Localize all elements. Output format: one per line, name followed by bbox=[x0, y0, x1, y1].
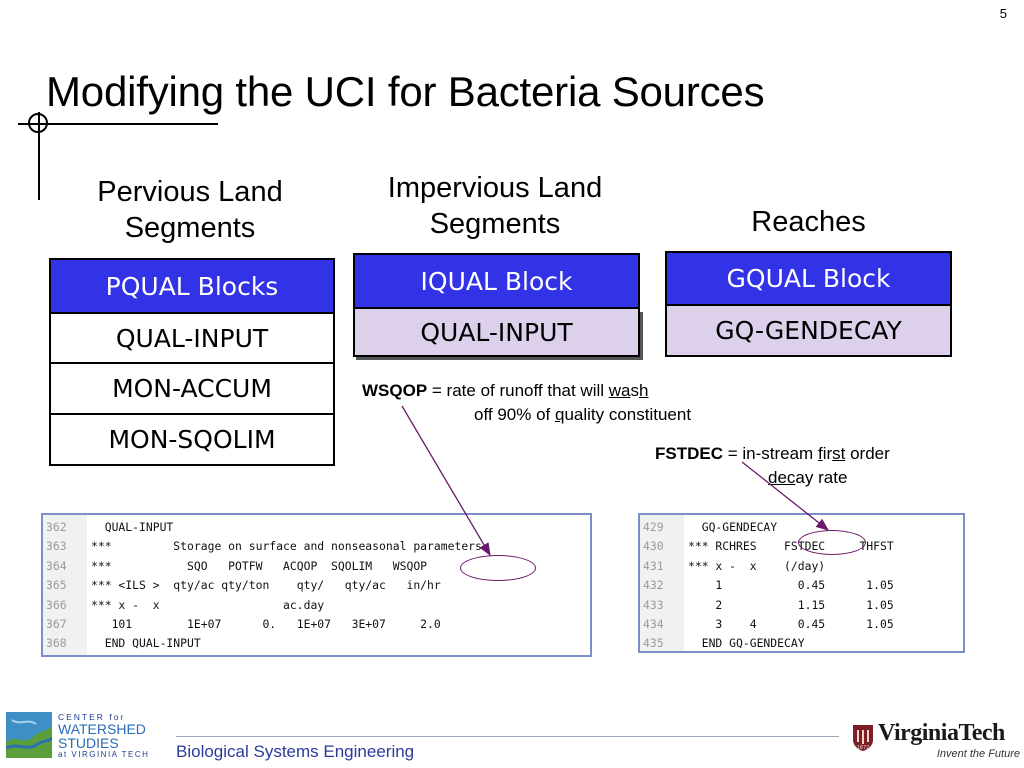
code-line: 362 QUAL-INPUT bbox=[43, 518, 590, 537]
line-number: 365 bbox=[46, 578, 67, 593]
virginia-tech-logo: 1872 VirginiaTech Invent the Future bbox=[850, 718, 1022, 764]
vt-shield-icon: 1872 bbox=[853, 725, 873, 751]
code-line: 434 3 4 0.45 1.05 bbox=[640, 615, 963, 634]
line-number: 362 bbox=[46, 520, 67, 534]
wsqop-arrow bbox=[401, 405, 491, 557]
pqual-row-mon-accum: MON-ACCUM bbox=[49, 364, 335, 415]
pqual-row-qual-input: QUAL-INPUT bbox=[49, 314, 335, 364]
at-virginia-tech-label: at VIRGINIA TECH bbox=[58, 750, 150, 759]
watershed-center-text: CENTER for WATERSHED STUDIES at VIRGINIA… bbox=[58, 712, 150, 759]
footer-divider bbox=[176, 736, 839, 737]
wsqop-note-line2: off 90% of quality constituent bbox=[474, 405, 692, 424]
impervious-heading-line1: Impervious Land bbox=[387, 172, 603, 204]
code-text: QUAL-INPUT bbox=[91, 520, 174, 534]
title-decoration-circle bbox=[28, 113, 48, 133]
code-line: 363 *** Storage on surface and nonseasona… bbox=[43, 537, 590, 556]
fstdec-highlight-oval bbox=[798, 530, 866, 555]
line-number: 429 bbox=[643, 520, 664, 534]
code-line: 368 END QUAL-INPUT bbox=[43, 634, 590, 653]
code-text: 2 1.15 1.05 bbox=[688, 597, 894, 612]
gqual-table: GQUAL Block GQ-GENDECAY bbox=[665, 251, 952, 357]
wsqop-highlight-oval bbox=[460, 555, 536, 581]
pervious-heading-line1: Pervious Land bbox=[97, 176, 283, 208]
reaches-heading: Reaches bbox=[751, 206, 866, 238]
code-text: GQ-GENDECAY bbox=[688, 520, 778, 534]
fstdec-arrow bbox=[741, 461, 830, 531]
qual-input-code-panel: 362 QUAL-INPUT 363 *** Storage on surface … bbox=[41, 513, 592, 657]
code-line: 366 *** x - x ac.day bbox=[43, 596, 590, 615]
fstdec-note: FSTDEC = in-stream first order bbox=[655, 444, 890, 463]
vt-year: 1872 bbox=[857, 745, 870, 751]
code-text: 3 4 0.45 1.05 bbox=[688, 617, 894, 631]
code-line: 435 END GQ-GENDECAY bbox=[640, 634, 963, 653]
pqual-header: PQUAL Blocks bbox=[49, 258, 335, 314]
impervious-heading: Impervious Land Segments bbox=[355, 170, 635, 242]
slide-number: 5 bbox=[999, 6, 1007, 21]
iqual-header: IQUAL Block bbox=[353, 253, 640, 309]
watershed-label: WATERSHED bbox=[58, 721, 146, 737]
center-label: CENTER bbox=[58, 712, 105, 722]
line-number: 432 bbox=[643, 578, 664, 593]
gqual-header: GQUAL Block bbox=[665, 251, 952, 306]
line-number: 364 bbox=[46, 558, 67, 573]
code-text: END QUAL-INPUT bbox=[91, 636, 201, 651]
footer-department: Biological Systems Engineering bbox=[176, 742, 415, 761]
line-number: 367 bbox=[46, 617, 67, 631]
line-number: 431 bbox=[643, 558, 664, 573]
impervious-heading-line2: Segments bbox=[429, 208, 561, 240]
pqual-table: PQUAL Blocks QUAL-INPUT MON-ACCUM MON-SQ… bbox=[49, 258, 335, 466]
code-text: 101 1E+07 0. 1E+07 3E+07 2.0 bbox=[91, 617, 441, 631]
code-line: 432 1 0.45 1.05 bbox=[640, 576, 963, 595]
title-decoration-line bbox=[18, 123, 218, 125]
pqual-row-mon-sqolim: MON-SQOLIM bbox=[49, 415, 335, 466]
code-text: *** <ILS > qty/ac qty/ton qty/ qty/ac in… bbox=[91, 578, 441, 593]
pervious-heading: Pervious Land Segments bbox=[60, 174, 320, 246]
code-line: 433 2 1.15 1.05 bbox=[640, 596, 963, 615]
studies-label: STUDIES bbox=[58, 735, 119, 751]
wsqop-note: WSQOP = rate of runoff that will wash bbox=[362, 381, 649, 400]
code-line: 364 *** SQO POTFW ACQOP SQOLIM WSQOP bbox=[43, 557, 590, 576]
code-text: *** SQO POTFW ACQOP SQOLIM WSQOP bbox=[91, 558, 428, 573]
line-number: 430 bbox=[643, 539, 664, 554]
gqual-row-gq-gendecay: GQ-GENDECAY bbox=[665, 306, 952, 357]
code-line: 431 *** x - x (/day) bbox=[640, 557, 963, 576]
code-line: 367 101 1E+07 0. 1E+07 3E+07 2.0 bbox=[43, 615, 590, 634]
wsqop-term: WSQOP bbox=[362, 381, 428, 400]
code-text: *** x - x ac.day bbox=[91, 597, 325, 612]
code-text: *** Storage on surface and nonseasonal p… bbox=[91, 539, 482, 554]
fstdec-term: FSTDEC bbox=[655, 444, 723, 463]
vt-tagline: Invent the Future bbox=[936, 748, 1020, 760]
code-text: *** x - x (/day) bbox=[688, 558, 826, 573]
watershed-logo-icon bbox=[6, 712, 52, 758]
iqual-row-qual-input: QUAL-INPUT bbox=[353, 309, 640, 357]
line-number-gutter bbox=[43, 515, 87, 655]
vt-brand-text: VirginiaTech bbox=[878, 720, 1005, 746]
pervious-heading-line2: Segments bbox=[124, 212, 256, 244]
line-number: 366 bbox=[46, 597, 67, 612]
line-number: 363 bbox=[46, 539, 67, 554]
iqual-table: IQUAL Block QUAL-INPUT bbox=[353, 253, 640, 357]
line-number: 435 bbox=[643, 636, 664, 651]
code-text: 1 0.45 1.05 bbox=[688, 578, 894, 593]
code-line: 429 GQ-GENDECAY bbox=[640, 518, 963, 537]
line-number-gutter bbox=[640, 515, 684, 651]
title-decoration-vertical bbox=[38, 112, 40, 200]
line-number: 433 bbox=[643, 597, 664, 612]
code-text: END GQ-GENDECAY bbox=[688, 636, 805, 651]
line-number: 434 bbox=[643, 617, 664, 631]
code-line: 365 *** <ILS > qty/ac qty/ton qty/ qty/ac… bbox=[43, 576, 590, 595]
line-number: 368 bbox=[46, 636, 67, 651]
slide-title: Modifying the UCI for Bacteria Sources bbox=[46, 68, 765, 115]
fstdec-note-line2: decay rate bbox=[768, 468, 848, 487]
